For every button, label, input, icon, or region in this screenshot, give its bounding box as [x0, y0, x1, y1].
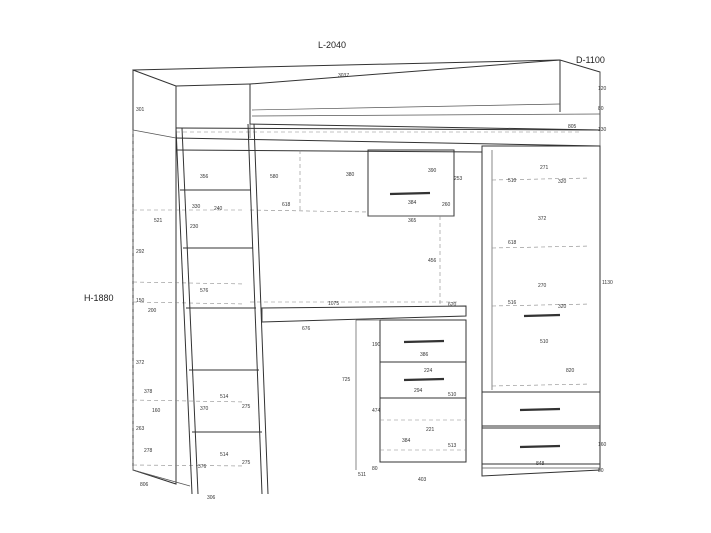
dim-label: 3037 [338, 73, 349, 79]
dim-label: 230 [190, 224, 199, 230]
dim-label: 514 [220, 452, 229, 458]
dim-label: 390 [428, 168, 437, 174]
dim-label: 275 [242, 460, 251, 466]
dim-label: 513 [448, 443, 457, 449]
dim-label: 380 [346, 172, 355, 178]
left-side-tower [132, 59, 561, 487]
dim-label: 200 [148, 308, 157, 314]
dim-label: 576 [200, 288, 209, 294]
ladder [175, 123, 269, 495]
dim-label: 80 [598, 468, 604, 474]
dim-label: 190 [372, 342, 381, 348]
dim-label: 806 [140, 482, 149, 488]
dim-label: 510 [508, 178, 517, 184]
right-wardrobe [481, 145, 601, 477]
desk [250, 216, 467, 323]
dim-label: 474 [372, 408, 381, 414]
dim-label: 240 [214, 206, 223, 212]
dim-label: 514 [220, 394, 229, 400]
dim-label: 848 [536, 461, 545, 467]
overall-height-label: H-1880 [84, 293, 114, 303]
dim-label: 292 [136, 249, 145, 255]
dim-label: 511 [358, 472, 366, 478]
dim-label: 1130 [602, 280, 613, 286]
dim-label: 521 [154, 218, 163, 224]
dim-label: 378 [144, 389, 153, 395]
dim-label: 372 [538, 216, 547, 222]
dim-label: 120 [598, 86, 607, 92]
dim-label: 384 [408, 200, 417, 206]
dim-label: 150 [136, 298, 145, 304]
dim-label: 320 [558, 304, 567, 310]
dim-label: 294 [414, 388, 423, 394]
overall-depth-label: D-1100 [576, 55, 605, 65]
dim-label: 365 [408, 218, 417, 224]
dim-label: 278 [144, 448, 153, 454]
dimension-labels: 3037 120 80 130 805 301 356 580 253 380 … [136, 73, 613, 501]
dim-label: 160 [152, 408, 161, 414]
dim-label: 356 [200, 174, 209, 180]
dim-label: 130 [598, 127, 607, 133]
drawer-pedestal [355, 319, 467, 470]
dim-label: 510 [540, 339, 549, 345]
dim-label: 725 [342, 377, 351, 383]
dim-label: 270 [538, 283, 547, 289]
hanging-cabinet [249, 149, 455, 217]
dim-label: 253 [454, 176, 463, 182]
dim-label: 301 [136, 107, 145, 113]
dim-label: 384 [402, 438, 411, 444]
dim-label: 386 [420, 352, 429, 358]
dim-label: 370 [200, 406, 209, 412]
dim-label: 372 [136, 360, 145, 366]
dim-label: 510 [448, 392, 457, 398]
dim-label: 263 [136, 426, 145, 432]
dim-label: 224 [424, 368, 433, 374]
dim-label: 456 [428, 258, 437, 264]
dim-label: 618 [508, 240, 517, 246]
dim-label: 516 [508, 300, 517, 306]
dim-label: 820 [566, 368, 575, 374]
dim-label: 260 [442, 202, 451, 208]
dim-label: 376 [198, 464, 207, 470]
dim-label: 620 [448, 302, 457, 308]
dim-label: 403 [418, 477, 427, 483]
overall-length-label: L-2040 [318, 40, 346, 50]
dim-label: 160 [598, 442, 607, 448]
dim-label: 805 [568, 124, 577, 130]
dim-label: 580 [270, 174, 279, 180]
dim-label: 80 [372, 466, 378, 472]
dim-label: 221 [426, 427, 435, 433]
dim-label: 676 [302, 326, 311, 332]
dim-label: 320 [558, 179, 567, 185]
dim-label: 271 [540, 165, 549, 171]
dim-label: 306 [207, 495, 216, 501]
dim-label: 275 [242, 404, 251, 410]
dim-label: 1075 [328, 301, 339, 307]
dim-label: 330 [192, 204, 201, 210]
dim-label: 80 [598, 106, 604, 112]
dim-label: 618 [282, 202, 291, 208]
upper-bed-frame [175, 59, 601, 153]
